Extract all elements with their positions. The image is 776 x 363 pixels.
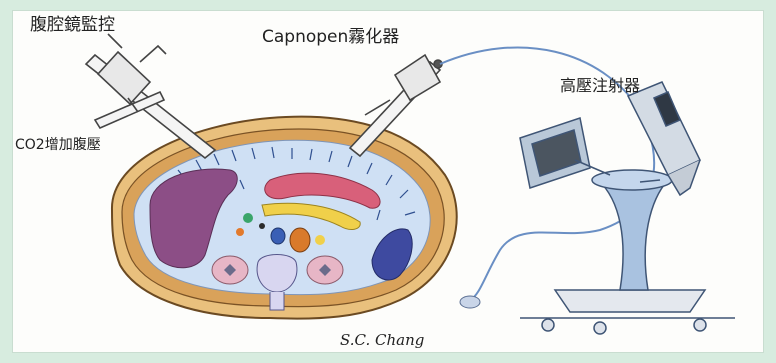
artist-signature: S.C. Chang xyxy=(340,331,424,349)
tubing-end-cap xyxy=(460,296,480,308)
high-pressure-injector-label: 高壓注射器 xyxy=(560,72,640,96)
high-pressure-injector xyxy=(520,82,735,334)
co2-pressure-label: CO2增加腹壓 xyxy=(15,134,101,154)
vena-cava xyxy=(271,228,285,244)
capnopen-label: Capnopen霧化器 xyxy=(262,22,399,47)
laparoscope-monitor-label: 腹腔鏡監控 xyxy=(30,10,115,35)
aorta xyxy=(290,228,310,252)
abdomen-cross-section xyxy=(112,117,457,319)
